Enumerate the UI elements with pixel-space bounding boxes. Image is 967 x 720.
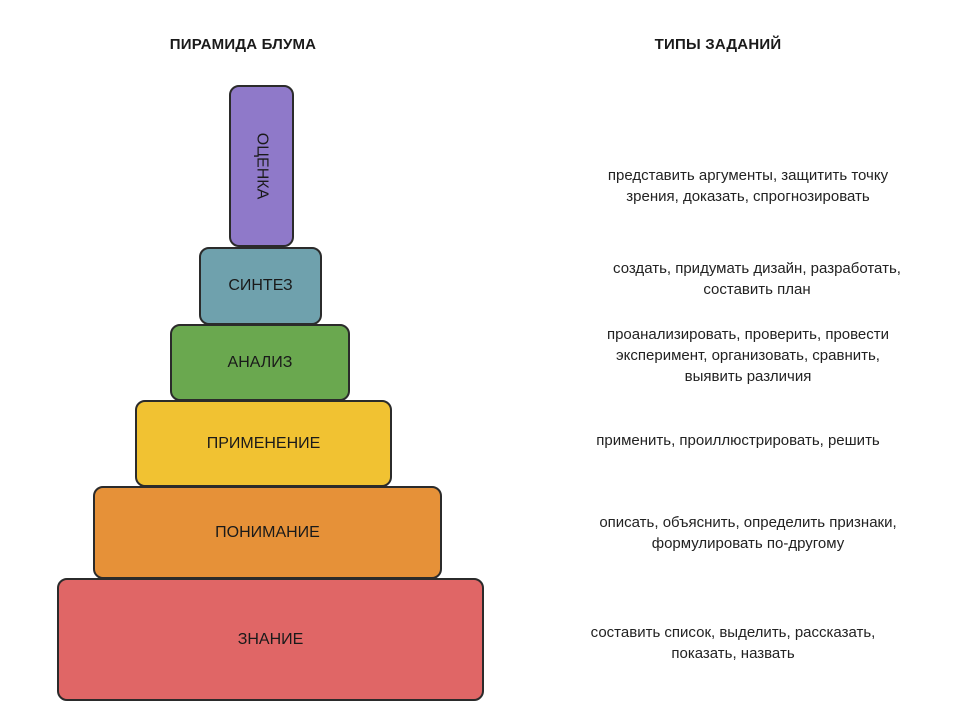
task-line: показать, назвать [671, 645, 795, 662]
pyramid-level-analysis: АНАЛИЗ [170, 324, 350, 401]
task-line: проанализировать, проверить, провести [606, 326, 890, 343]
pyramid-level-application: ПРИМЕНЕНИЕ [135, 400, 392, 487]
pyramid-level-evaluation: ОЦЕНКА [229, 85, 294, 247]
task-description-application: применить, проиллюстрировать, решить [558, 430, 918, 451]
task-line: формулировать по-другому [651, 535, 845, 552]
task-line: создать, придумать дизайн, разработать, [613, 260, 901, 277]
task-description-comprehension: описать, объяснить, определить признаки,… [568, 512, 928, 554]
level-label: АНАЛИЗ [227, 353, 293, 371]
level-label: ОЦЕНКА [253, 132, 271, 200]
task-description-evaluation: представить аргументы, защитить точку зр… [568, 165, 928, 207]
task-description-analysis: проанализировать, проверить, провести эк… [568, 324, 928, 387]
task-line: зрения, доказать, спрогнозировать [626, 188, 870, 205]
level-label: ЗНАНИЕ [237, 630, 304, 648]
pyramid-level-synthesis: СИНТЕЗ [199, 247, 322, 325]
task-line: составить список, выделить, рассказать, [590, 624, 876, 641]
task-line: эксперимент, организовать, сравнить, [616, 347, 880, 364]
pyramid-level-knowledge: ЗНАНИЕ [57, 578, 484, 701]
pyramid-level-comprehension: ПОНИМАНИЕ [93, 486, 442, 579]
task-line: применить, проиллюстрировать, решить [596, 432, 880, 449]
task-line: описать, объяснить, определить признаки, [599, 514, 897, 531]
pyramid-heading: ПИРАМИДА БЛУМА [169, 36, 317, 53]
task-line: составить план [703, 281, 811, 298]
level-label: ПОНИМАНИЕ [215, 523, 320, 541]
task-description-knowledge: составить список, выделить, рассказать, … [553, 622, 913, 664]
level-label: СИНТЕЗ [228, 277, 293, 294]
level-label: ПРИМЕНЕНИЕ [206, 434, 321, 452]
task-line: выявить различия [684, 368, 812, 385]
task-types-heading: ТИПЫ ЗАДАНИЙ [654, 36, 782, 53]
task-line: представить аргументы, защитить точку [607, 167, 889, 184]
task-description-synthesis: создать, придумать дизайн, разработать, … [577, 258, 937, 300]
